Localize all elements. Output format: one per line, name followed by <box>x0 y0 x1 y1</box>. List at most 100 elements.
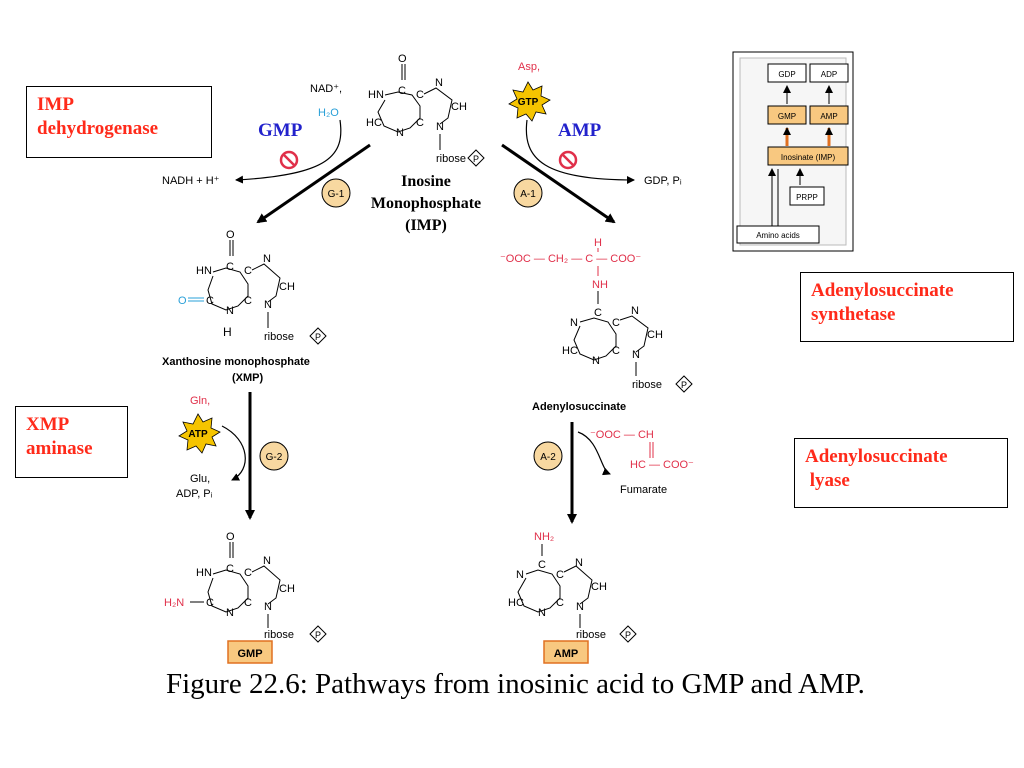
svg-text:N: N <box>264 299 272 311</box>
adenylosuccinate-structure: H ⁻OOC — CH₂ — C — COO⁻ NH <box>500 237 641 304</box>
xmp-abbr: (XMP) <box>232 372 264 384</box>
figure-caption: Figure 22.6: Pathways from inosinic acid… <box>166 668 865 700</box>
svg-text:Inosinate (IMP): Inosinate (IMP) <box>781 153 836 162</box>
svg-text:ribose: ribose <box>576 629 606 641</box>
svg-text:P: P <box>315 630 321 640</box>
step-a1-icon: A-1 <box>513 178 543 208</box>
svg-text:HC: HC <box>508 597 524 609</box>
label-text-1: Adenylosuccinate <box>811 280 954 301</box>
gdp-label: GDP, Pᵢ <box>644 175 682 187</box>
svg-text:O: O <box>226 229 235 241</box>
label-text-1: IMP <box>37 94 74 115</box>
inhibition-icon <box>279 150 299 170</box>
arrow-imp-to-xmp <box>256 143 371 224</box>
ring-n: N <box>436 121 444 133</box>
svg-text:N: N <box>592 355 600 367</box>
svg-text:N: N <box>631 305 639 317</box>
svg-text:N: N <box>226 305 234 317</box>
label-text-2: lyase <box>805 470 850 491</box>
label-adenylosuccinate-synthetase: Adenylosuccinate synthetase <box>800 272 1014 342</box>
amp-product-badge: AMP <box>543 640 589 664</box>
svg-text:AMP: AMP <box>820 112 837 121</box>
atp-label: ATP <box>188 429 208 440</box>
svg-text:C: C <box>538 559 546 571</box>
adenine-ring-1: N C C N CH HC C N N ribose P <box>562 305 693 393</box>
gtp-label: GTP <box>518 97 539 108</box>
svg-text:C: C <box>612 345 620 357</box>
svg-text:HC: HC <box>562 345 578 357</box>
svg-text:ribose: ribose <box>264 629 294 641</box>
svg-text:N: N <box>576 601 584 613</box>
svg-text:N: N <box>538 607 546 619</box>
label-text-2: synthetase <box>811 304 896 325</box>
label-text-2: dehydrogenase <box>37 118 159 139</box>
amp-product-label: AMP <box>554 648 578 660</box>
svg-text:O: O <box>226 531 235 543</box>
svg-text:CH: CH <box>279 583 295 595</box>
ring-c: C <box>398 85 406 97</box>
gmp-structure: O HN C C N CH H₂N C C N N ribose P <box>164 531 327 643</box>
nad-side-arrow <box>235 119 342 184</box>
svg-text:CH: CH <box>647 329 663 341</box>
ring-n: N <box>435 77 443 89</box>
step-g1-icon: G-1 <box>321 178 351 208</box>
svg-text:H₂N: H₂N <box>164 597 184 609</box>
svg-text:ribose: ribose <box>264 331 294 343</box>
label-imp-dehydrogenase: IMP dehydrogenase <box>26 86 212 158</box>
svg-text:⁻OOC — CH: ⁻OOC — CH <box>590 429 654 441</box>
glu-label: Glu, <box>190 473 210 485</box>
pathway-label-amp: AMP <box>558 120 602 141</box>
xmp-name: Xanthosine monophosphate <box>162 356 310 368</box>
svg-text:N: N <box>570 317 578 329</box>
svg-text:⁻OOC — CH₂ — C — COO⁻: ⁻OOC — CH₂ — C — COO⁻ <box>500 253 641 265</box>
svg-text:N: N <box>632 349 640 361</box>
svg-text:C: C <box>206 597 214 609</box>
svg-text:H: H <box>223 325 232 339</box>
svg-text:C: C <box>226 261 234 273</box>
svg-text:P: P <box>315 332 321 342</box>
nad-label: NAD⁺, <box>310 83 342 95</box>
gln-label: Gln, <box>190 395 210 407</box>
phosphate-label: P <box>473 154 479 164</box>
svg-text:N: N <box>263 555 271 567</box>
svg-text:C: C <box>244 265 252 277</box>
gmp-product-badge: GMP <box>227 640 273 664</box>
step-a2-icon: A-2 <box>533 441 563 471</box>
adenylosuccinate-name: Adenylosuccinate <box>532 401 626 413</box>
svg-text:CH: CH <box>279 281 295 293</box>
svg-text:ribose: ribose <box>632 379 662 391</box>
adp-label: ADP, Pᵢ <box>176 488 213 500</box>
fumarate-structure: ⁻OOC — CH HC — COO⁻ <box>590 429 694 471</box>
svg-text:N: N <box>263 253 271 265</box>
svg-text:H: H <box>594 237 602 249</box>
svg-text:NH₂: NH₂ <box>534 531 554 543</box>
imp-title-3: (IMP) <box>405 217 447 234</box>
svg-text:N: N <box>226 607 234 619</box>
step-a2-label: A-2 <box>540 452 556 463</box>
imp-title-1: Inosine <box>401 173 451 190</box>
svg-text:C: C <box>206 295 214 307</box>
gmp-product-label: GMP <box>237 648 262 660</box>
h2o-label: H₂O <box>318 107 339 119</box>
ring-ch: CH <box>451 101 467 113</box>
fumarate-label: Fumarate <box>620 484 667 496</box>
amp-structure: NH₂ N C C N CH HC C N N ribose P <box>508 531 637 643</box>
svg-text:C: C <box>556 597 564 609</box>
svg-text:N: N <box>516 569 524 581</box>
ring-hc: HC <box>366 117 382 129</box>
svg-text:P: P <box>625 630 631 640</box>
label-text-1: Adenylosuccinate <box>805 446 948 467</box>
step-g2-icon: G-2 <box>259 441 289 471</box>
step-a1-label: A-1 <box>520 189 536 200</box>
xmp-structure: O HN C C N CH O C C N N H ribose P <box>178 229 327 345</box>
label-text-1: XMP <box>26 414 70 435</box>
svg-text:HN: HN <box>196 567 212 579</box>
label-xmp-aminase: XMP aminase <box>15 406 128 478</box>
label-adenylosuccinate-lyase: Adenylosuccinate lyase <box>794 438 1008 508</box>
arrow-imp-to-adenylosuccinate <box>501 143 616 224</box>
inhibition-icon <box>558 150 578 170</box>
ring-c: C <box>416 117 424 129</box>
svg-text:GMP: GMP <box>778 112 796 121</box>
svg-text:Amino acids: Amino acids <box>756 231 800 240</box>
atp-star-icon: ATP <box>178 413 221 454</box>
